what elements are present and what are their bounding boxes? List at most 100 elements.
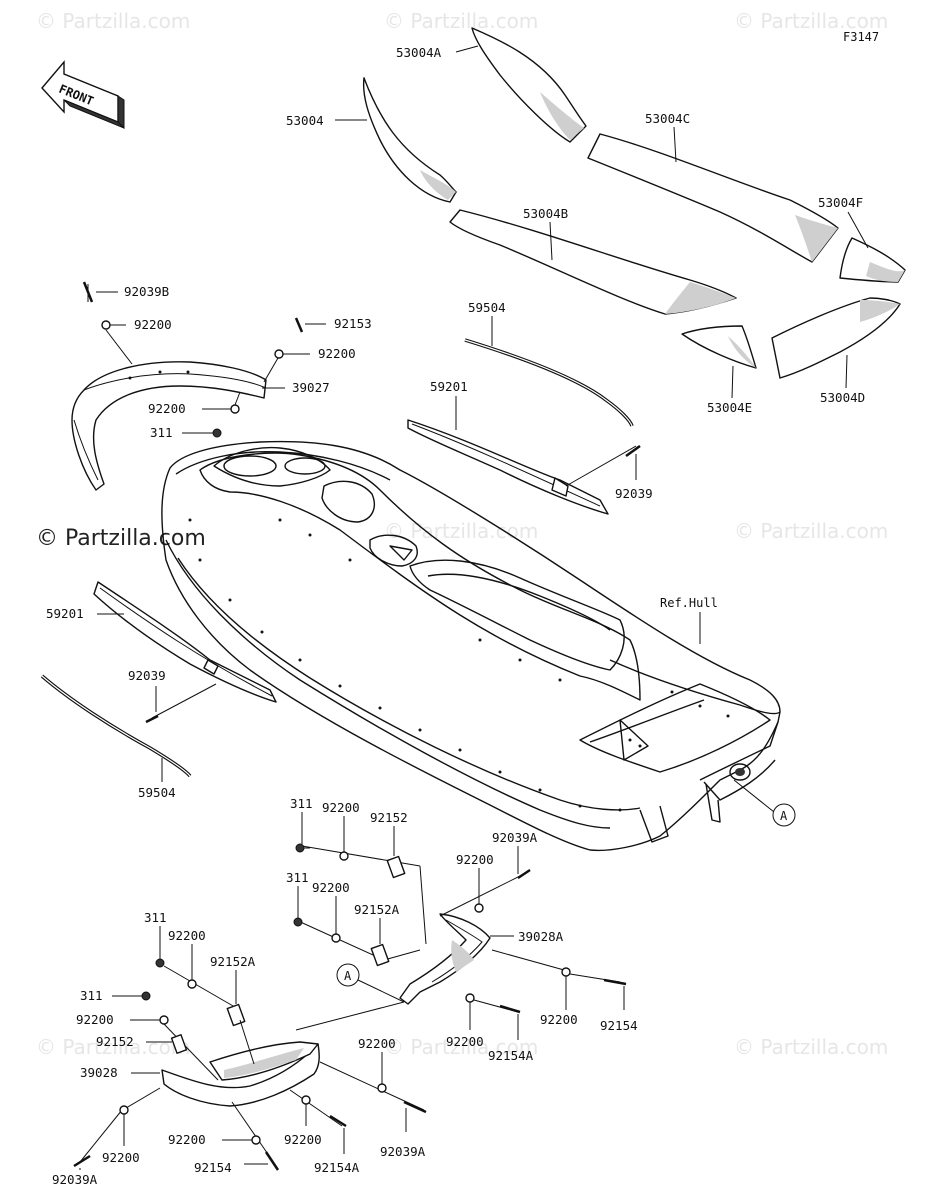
part-label: 92039B [124,284,169,299]
part-label: 53004E [707,400,752,415]
decal-53004F [839,237,906,283]
part-label: 92154A [314,1160,360,1175]
part-label: 92200 [76,1012,114,1027]
nut-icon [295,843,305,853]
part-label: 92154A [488,1048,534,1063]
washer [339,851,349,861]
watermark: © Partzilla.com [734,1035,888,1059]
rivet-92039-top [625,444,641,458]
part-label: 92152A [354,902,400,917]
rail-59201-top [407,419,609,515]
part-label: 92200 [456,852,494,867]
part-label: 92154 [600,1018,638,1033]
washer [274,349,284,359]
part-label: 92152 [370,810,408,825]
decal-53004B [449,209,737,315]
part-label: 311 [144,910,167,925]
part-label: 92200 [322,800,360,815]
part-label: 311 [290,796,313,811]
watermark: © Partzilla.com [734,9,888,33]
callout-circle [772,803,796,827]
washer [119,1105,129,1115]
part-label: 53004C [645,111,690,126]
watermark: © Partzilla.com [384,519,538,543]
callout-circle [336,963,360,987]
watermark: © Partzilla.com [36,1035,190,1059]
part-label: 92200 [148,401,186,416]
part-label: 92154 [194,1160,232,1175]
part-label: 92039 [128,668,166,683]
part-label: 92153 [334,316,372,331]
washer [159,1015,169,1025]
nut-icon [155,958,165,968]
hull [161,440,781,852]
part-label: 92200 [102,1150,140,1165]
part-label: 311 [286,870,309,885]
part-label: 59504 [468,300,506,315]
part-label: 59504 [138,785,176,800]
collar [170,1034,188,1054]
part-label: 53004 [286,113,324,128]
decal-53004D [771,297,901,379]
callout-label: A [780,809,788,823]
washer [465,993,475,1003]
part-label: 53004D [820,390,865,405]
washer [561,967,571,977]
part-label: 311 [150,425,173,440]
washer [230,404,240,414]
washer [331,933,341,943]
part-label: 92039 [615,486,653,501]
nut-icon [141,991,151,1001]
part-label: 59201 [46,606,84,621]
part-label: 39028 [80,1065,118,1080]
trim-59504-top [464,338,634,427]
part-label: 92200 [540,1012,578,1027]
watermark-group: © Partzilla.com © Partzilla.com © Partzi… [36,9,888,1059]
collar [226,1003,246,1027]
callout-label: A [344,969,352,983]
part-label: 92200 [168,928,206,943]
decal-53004C [587,133,839,263]
part-label: 92039A [380,1144,426,1159]
part-label: 92152A [210,954,256,969]
part-label: 92039A [52,1172,98,1187]
part-label: 59201 [430,379,468,394]
collar [370,943,390,967]
part-label: 53004F [818,195,863,210]
bumper-39027 [71,361,267,491]
washer [474,903,484,913]
part-label: 92152 [96,1034,134,1049]
watermark: © Partzilla.com [384,9,538,33]
decal-53004E [681,325,757,369]
watermark: © Partzilla.com [734,519,888,543]
part-label: 53004B [523,206,568,221]
nut-icon [293,917,303,927]
part-label: 311 [80,988,103,1003]
part-label: 39028A [518,929,564,944]
figure-code: F3147 [843,30,879,44]
part-label: 92200 [168,1132,206,1147]
rail-59201-left [93,581,277,703]
part-label: 92200 [358,1036,396,1051]
part-label: 92039A [492,830,538,845]
washer [251,1135,261,1145]
front-arrow-icon: FRONT [41,60,125,130]
nut-icon [212,428,222,438]
part-label: 92200 [284,1132,322,1147]
part-label: 92200 [312,880,350,895]
decal-53004A [471,27,587,143]
part-label: 92200 [134,317,172,332]
bumper-39028A [399,913,491,1005]
washer [101,320,111,330]
bumper-39028 [161,1041,320,1107]
part-label: 92200 [318,346,356,361]
watermark: © Partzilla.com [36,9,190,33]
part-label: 53004A [396,45,442,60]
part-label: 39027 [292,380,330,395]
main-watermark: © Partzilla.com [36,526,206,551]
ref-hull-label: Ref.Hull [660,596,718,610]
decal-53004 [362,77,457,203]
washer [301,1095,311,1105]
